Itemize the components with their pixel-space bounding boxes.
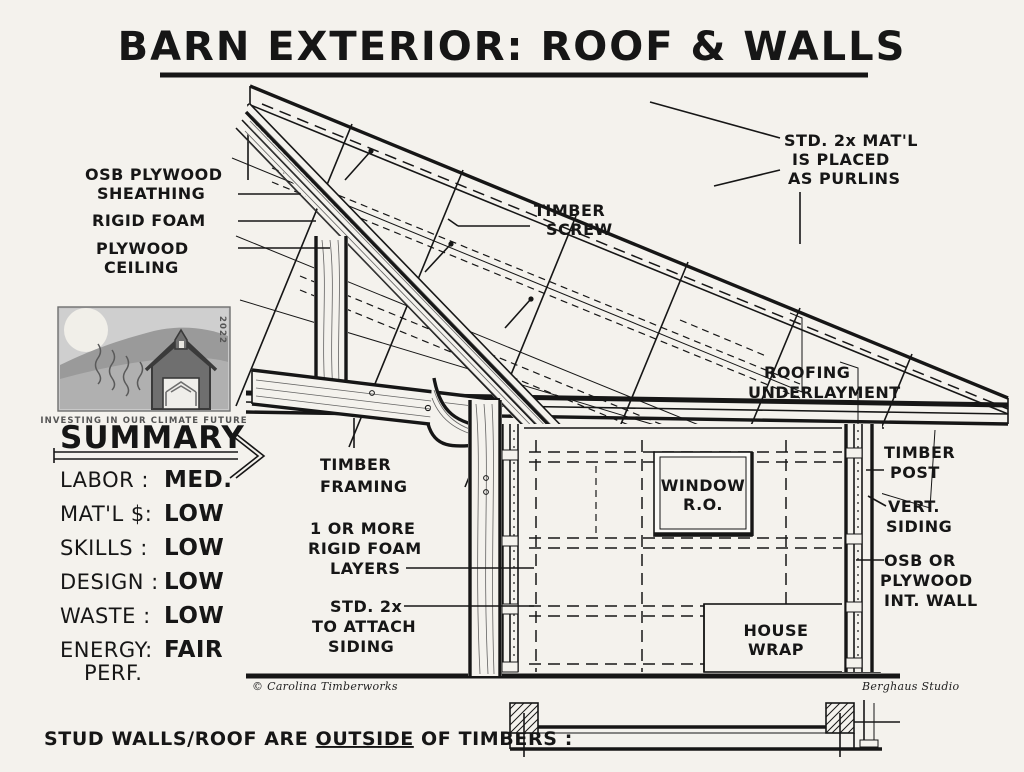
leader-purlins-upper [649,101,781,139]
roof-dashed-course-1 [261,103,1009,410]
label-std2x-line1: STD. 2x [330,597,403,616]
label-underlayment-line2: UNDERLAYMENT [748,383,901,402]
label-purlins-line3: AS PURLINS [788,169,901,188]
rafter-layer-sandwich [234,103,576,465]
copyright-credit: © Carolina Timberworks [252,680,398,693]
label-int-wall-line1: OSB OR [884,551,956,570]
window-label-line1: WINDOW [661,476,746,495]
summary-row-value-1: LOW [164,501,224,527]
illustration-year: 2022 [217,316,227,344]
page-title: BARN EXTERIOR: ROOF & WALLS [118,24,907,70]
window-label-line2: R.O. [683,495,723,514]
summary-energy-second-line: PERF. [84,661,142,685]
summary-row-key-0: LABOR : [60,468,149,492]
leader-vert-siding [867,495,887,507]
climate-illustration: 2022 [57,306,231,412]
summary-row-value-0: MED. [164,467,232,493]
house-wrap-label-line1: HOUSE [744,621,809,640]
timber-frame-post-and-brace [251,236,502,676]
leader-timber-screw-tip [447,218,459,227]
bottom-note: STUD WALLS/ROOF ARE OUTSIDE OF TIMBERS : [44,728,573,750]
roof-peel-step-1 [231,157,803,393]
label-foam-layers-line1: 1 OR MORE [310,519,415,538]
bottom-plan-detail [509,700,900,757]
summary-row-value-4: LOW [164,603,224,629]
plan-ext-block [859,739,879,748]
summary-row-key-1: MAT'L $: [60,502,152,526]
left-label-group: OSB PLYWOOD SHEATHING RIGID FOAM PLYWOOD… [85,165,330,277]
bottom-note-after: OF TIMBERS : [414,728,573,750]
label-underlayment-line1: ROOFING [764,363,850,382]
label-osb-sheathing-line1: OSB PLYWOOD [85,165,223,184]
wall-layer-stack-right [842,424,882,672]
summary-row-value-3: LOW [164,569,224,595]
timber-screw-label-group: TIMBER SCREW [447,201,613,239]
label-std2x-line2: TO ATTACH [312,617,416,636]
roof-second-edge [247,103,1009,415]
right-label-group: TIMBER POST VERT. SIDING OSB OR PLYWOOD … [856,443,978,610]
center-label-group: TIMBER FRAMING 1 OR MORE RIGID FOAM LAYE… [308,418,534,656]
underlayment-dash-5 [679,319,767,357]
label-plywood-ceiling-line1: PLYWOOD [96,239,189,258]
label-int-wall-line3: INT. WALL [884,591,978,610]
label-foam-layers-line3: LAYERS [330,559,400,578]
summary-row-key-4: WASTE : [60,604,151,628]
label-vert-siding-line1: VERT. [888,497,940,516]
label-timber-post-line1: TIMBER [884,443,955,462]
summary-row-value-2: LOW [164,535,224,561]
purlin-line-1 [235,123,353,407]
label-std2x-line3: SIDING [328,637,394,656]
summary-row-key-3: DESIGN : [60,570,159,594]
svg-text:STUD WALLS/ROOF ARE OUTSIDE OF: STUD WALLS/ROOF ARE OUTSIDE OF TIMBERS : [44,728,573,750]
label-timber-screw-line2: SCREW [546,220,613,239]
summary-arrow-rule [53,433,266,479]
summary-row-key-5: ENERGY: [60,638,153,662]
roof-top-edge [249,84,1009,400]
bottom-note-emphasis: OUTSIDE [316,728,414,750]
label-plywood-ceiling-line2: CEILING [104,258,179,277]
label-foam-layers-line2: RIGID FOAM [308,539,422,558]
bottom-note-before: STUD WALLS/ROOF ARE [44,728,316,750]
wall-post [468,400,502,676]
house-wrap-label-line2: WRAP [748,640,804,659]
label-timber-screw-line1: TIMBER [534,201,605,220]
label-osb-sheathing-line2: SHEATHING [97,184,205,203]
summary-row-value-5: FAIR [164,637,223,663]
label-vert-siding-line2: SIDING [886,517,952,536]
label-timber-post-line2: POST [890,463,940,482]
window-rough-opening [653,451,754,537]
label-int-wall-line2: PLYWOOD [880,571,973,590]
summary-rows: LABOR : MED. MAT'L $: LOW SKILLS : LOW D… [60,467,232,685]
wall-layer-stack-left [500,424,524,673]
studio-credit: Berghaus Studio [861,680,960,693]
label-purlins-line1: STD. 2x MAT'L [784,131,918,150]
illustration-caption: INVESTING IN OUR CLIMATE FUTURE [40,416,247,426]
summary-heading: SUMMARY [60,420,245,456]
timber-screw-marks [344,148,534,329]
label-purlins-line2: IS PLACED [792,150,890,169]
label-rigid-foam: RIGID FOAM [92,211,206,230]
label-timber-framing-line2: FRAMING [320,477,408,496]
summary-panel: 2022 INVESTING IN OUR CLIMATE FUTURE SUM… [40,306,266,685]
purlins-label-group: STD. 2x MAT'L IS PLACED AS PURLINS [649,101,918,244]
label-timber-framing-line1: TIMBER [320,455,391,474]
underlayment-label-group: ROOFING UNDERLAYMENT [748,363,901,402]
leader-purlins-lower [713,169,781,187]
summary-row-key-2: SKILLS : [60,536,148,560]
